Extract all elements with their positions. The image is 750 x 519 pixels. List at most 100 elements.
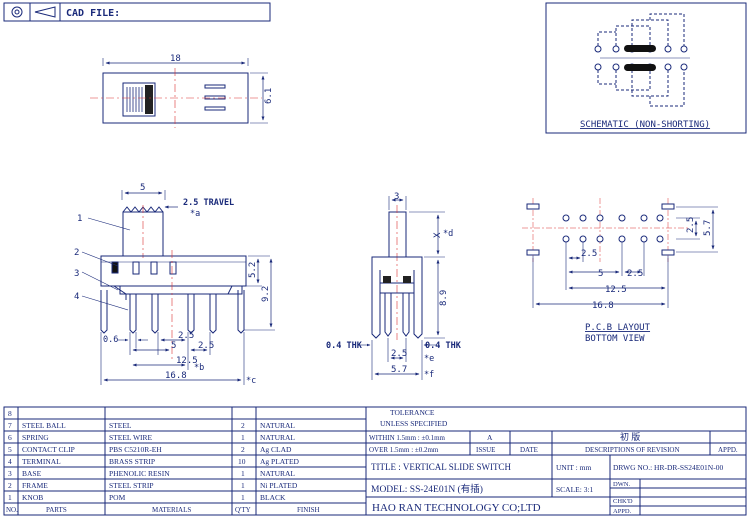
bom-rows: 8 7 STEEL BALL STEEL 2 NATURAL 6 SPRING … xyxy=(6,409,320,514)
bom-no: 3 xyxy=(8,469,12,478)
front-dim-height-body: 5.2 xyxy=(248,262,258,278)
bom-header-qty: Q'TY xyxy=(235,506,251,514)
frame-shape xyxy=(100,255,247,287)
revision-appd-label: APPD. xyxy=(718,446,738,454)
front-dim-16-8: 16.8 xyxy=(165,371,187,381)
schematic-label: SCHEMATIC (NON-SHORTING) xyxy=(580,120,710,130)
travel-label: 2.5 TRAVEL xyxy=(183,198,234,208)
pcb-layout-label: P.C.B LAYOUT xyxy=(585,323,651,333)
chkd-label: CHK'D xyxy=(613,498,633,505)
bom-no: 5 xyxy=(8,445,12,454)
schematic-contact-bar-top xyxy=(624,45,656,52)
bom-finish: BLACK xyxy=(260,493,286,502)
side-view xyxy=(358,196,445,380)
bom-no: 1 xyxy=(8,493,12,502)
front-dim-pitch1: 2.5 xyxy=(178,331,194,341)
base-shape xyxy=(119,285,243,295)
front-terminals xyxy=(100,290,245,334)
side-dim-5-7: 5.7 xyxy=(391,365,407,375)
bom-header-parts: PARTS xyxy=(46,506,67,514)
bom-no: 4 xyxy=(8,457,12,466)
bom-qty: 1 xyxy=(241,433,245,442)
bom-part: CONTACT CLIP xyxy=(22,445,75,454)
bom-part: BASE xyxy=(22,469,42,478)
thk-left: 0.4 THK xyxy=(326,341,363,351)
bom-material: BRASS STRIP xyxy=(109,457,155,466)
front-dim-height-total: 9.2 xyxy=(261,286,271,302)
projection-cone-icon xyxy=(34,6,56,18)
bom-finish: NATURAL xyxy=(260,421,295,430)
bom-header-no: NO. xyxy=(6,506,18,514)
bom-header-finish: FINISH xyxy=(297,506,320,514)
bom-qty: 1 xyxy=(241,481,245,490)
top-dim-height: 6.1 xyxy=(264,88,274,104)
callout-2: 2 xyxy=(74,248,79,258)
bom-finish: NATURAL xyxy=(260,433,295,442)
unit-label: UNIT : mm xyxy=(556,463,591,472)
side-dim-8-9: 8.9 xyxy=(439,290,449,306)
bom-no: 2 xyxy=(8,481,12,490)
front-dim-5: 5 xyxy=(171,341,176,351)
front-view xyxy=(81,190,275,385)
pcb-dim-2-5-a: 2.5 xyxy=(581,249,597,259)
pcb-layout xyxy=(522,198,718,308)
bom-no: 6 xyxy=(8,433,12,442)
company-name: HAO RAN TECHNOLOGY CO;LTD xyxy=(372,502,541,514)
ref-c: *c xyxy=(246,376,256,386)
drawing-title: TITLE : VERTICAL SLIDE SWITCH xyxy=(371,462,511,472)
bom-part: KNOB xyxy=(22,493,43,502)
title-block-grid xyxy=(365,406,747,516)
pcb-dim-16-8: 16.8 xyxy=(592,301,614,311)
knob-grip xyxy=(126,87,143,112)
bom-finish: Ni PLATED xyxy=(260,481,298,490)
model-label: MODEL: SS-24E01N (有插) xyxy=(371,483,483,495)
ref-e: *e xyxy=(424,354,434,364)
revision-date-label: DATE xyxy=(520,446,538,454)
thk-right: 0.4 THK xyxy=(425,341,462,351)
ref-f: *f xyxy=(424,370,434,380)
pcb-mounting-slots xyxy=(526,203,675,256)
top-view-slots xyxy=(204,84,226,111)
bom-finish: Ag PLATED xyxy=(260,457,300,466)
ref-d: *d xyxy=(443,229,453,239)
bom-part: STEEL BALL xyxy=(22,421,66,430)
pcb-dim-12-5: 12.5 xyxy=(605,285,627,295)
bom-part: FRAME xyxy=(22,481,48,490)
bom-part: TERMINAL xyxy=(22,457,61,466)
projection-circle-icon xyxy=(11,6,23,18)
top-view xyxy=(90,58,268,128)
drawing-number: DRWG NO.: HR-DR-SS24E01N-00 xyxy=(613,463,723,472)
bom-qty: 2 xyxy=(241,445,245,454)
callout-4: 4 xyxy=(74,292,79,302)
bom-material: STEEL xyxy=(109,421,132,430)
bom-no: 7 xyxy=(8,421,12,430)
bom-qty: 1 xyxy=(241,493,245,502)
revision-desc-label: DESCRIPTIONS OF REVISION xyxy=(585,446,680,454)
front-dim-pitch2: 2.5 xyxy=(198,341,214,351)
side-right-leg xyxy=(413,263,423,339)
tolerance-line2: OVER 1.5mm : ±0.2mm xyxy=(369,446,439,454)
bom-no: 8 xyxy=(8,409,12,418)
tolerance-line1: WITHIN 1.5mm : ±0.1mm xyxy=(369,434,446,442)
front-dim-knob-width: 5 xyxy=(140,183,145,193)
side-base xyxy=(379,282,415,294)
schematic-panel xyxy=(545,2,747,134)
top-dim-length: 18 xyxy=(170,54,181,64)
side-dim-2-5: 2.5 xyxy=(391,349,407,359)
bom-material: STEEL WIRE xyxy=(109,433,153,442)
side-dim-x: X xyxy=(433,232,443,238)
callout-3: 3 xyxy=(74,269,79,279)
bom-material: POM xyxy=(109,493,126,502)
bom-finish: NATURAL xyxy=(260,469,295,478)
bom-part: SPRING xyxy=(22,433,49,442)
ref-a: *a xyxy=(190,209,200,219)
revision-letter: A xyxy=(487,433,493,442)
pcb-dim-5: 5 xyxy=(598,269,603,279)
side-knob xyxy=(388,211,407,258)
pcb-dim-2-5-b: 2.5 xyxy=(627,269,643,279)
pcb-pads xyxy=(562,214,664,243)
bom-qty: 10 xyxy=(238,457,246,466)
bom-material: PHENOLIC RESIN xyxy=(109,469,170,478)
